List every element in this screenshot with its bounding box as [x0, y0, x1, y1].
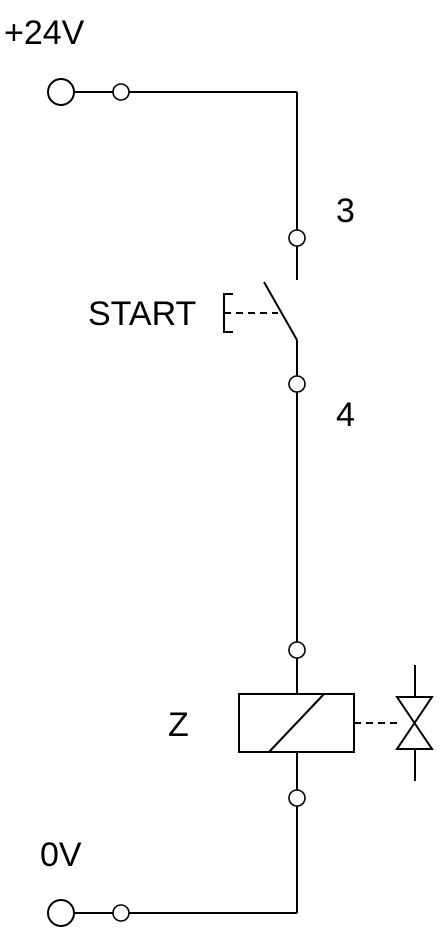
terminal-3 [288, 229, 306, 247]
coil-terminal-bottom [288, 789, 306, 807]
connection-point-24v [112, 83, 130, 101]
start-switch-contact [263, 281, 298, 341]
connection-point-0v [112, 904, 130, 922]
pushbutton-actuator-icon [223, 293, 233, 333]
label-terminal-3: 3 [336, 192, 355, 230]
label-0v: 0V [40, 836, 82, 874]
label-terminal-4: 4 [336, 396, 355, 434]
supply-terminal-0v [47, 899, 75, 927]
valve-icon [395, 696, 434, 750]
label-plus-24v: +24V [4, 14, 85, 52]
label-start: START [88, 295, 196, 333]
coil-diagonal [268, 693, 325, 753]
label-coil-z: Z [168, 706, 189, 744]
terminal-4 [288, 375, 306, 393]
coil-terminal-top [288, 641, 306, 659]
supply-terminal-24v [47, 78, 75, 106]
